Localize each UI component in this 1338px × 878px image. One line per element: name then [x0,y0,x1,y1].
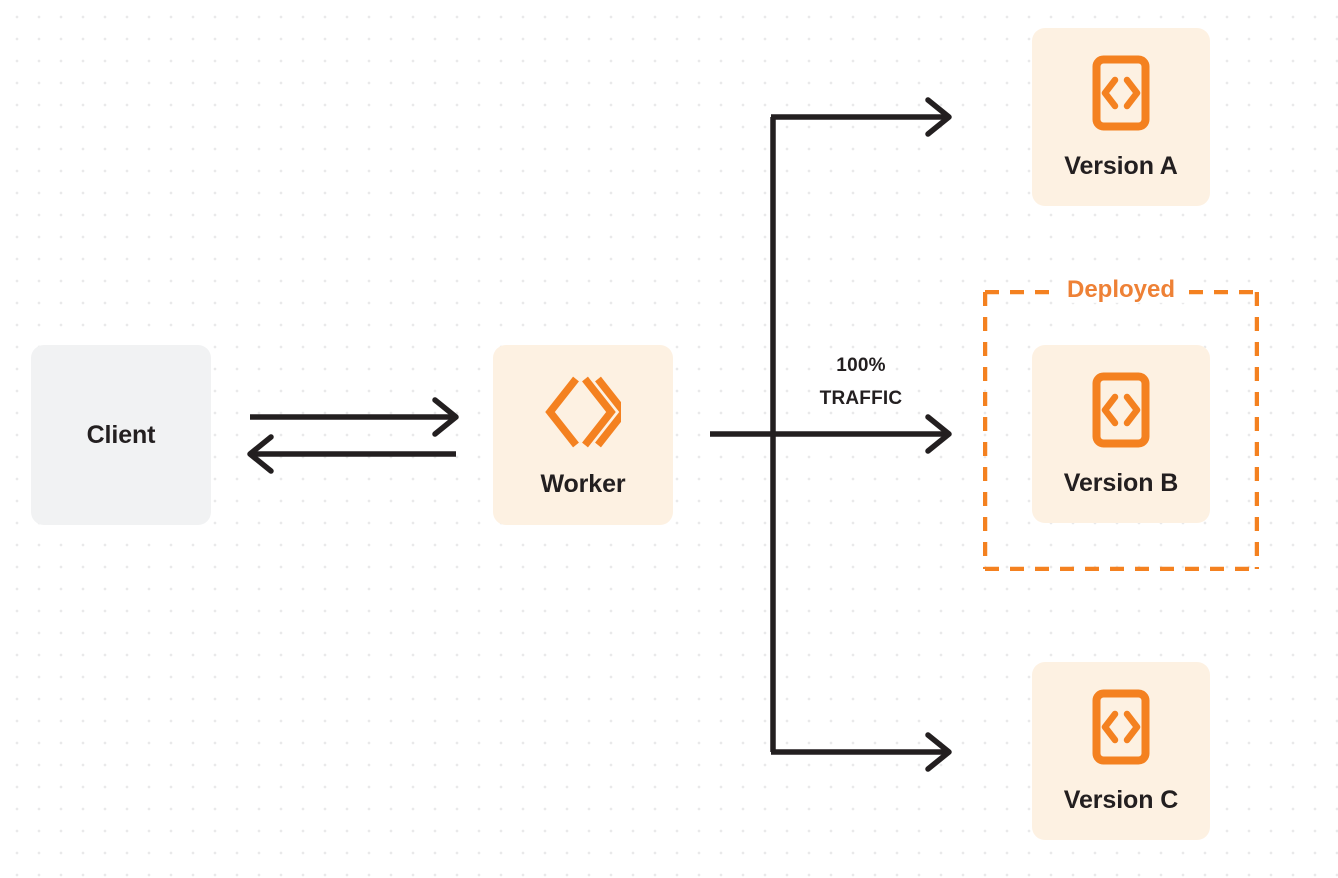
traffic-percent: 100% [836,355,886,376]
node-client-label: Client [86,420,156,449]
traffic-label: 100% TRAFFIC [786,350,936,415]
code-document-icon [1092,372,1150,453]
deployed-group-label: Deployed [1056,276,1186,304]
edge-worker-to-client [247,434,456,474]
node-worker-label: Worker [540,470,626,498]
edge-client-to-worker [250,397,459,437]
node-version-b-label: Version B [1063,469,1179,497]
cloudflare-workers-logo-icon [545,373,629,456]
node-version-a-label: Version A [1064,152,1178,180]
node-version-c-label: Version C [1063,786,1179,814]
node-version-b[interactable]: Version B [1032,345,1210,523]
edge-worker-to-version-b [710,414,952,454]
node-client[interactable]: Client [31,345,211,525]
edge-worker-to-version-a [771,97,952,137]
code-document-icon [1092,689,1150,770]
deployed-dashed-border [983,290,1259,571]
code-document-icon [1092,55,1150,136]
traffic-caption: TRAFFIC [819,387,903,409]
node-worker[interactable]: Worker [493,345,673,525]
edge-worker-to-version-c [771,732,952,772]
deployed-group: Deployed [983,276,1259,571]
node-version-c[interactable]: Version C [1032,662,1210,840]
node-version-a[interactable]: Version A [1032,28,1210,206]
